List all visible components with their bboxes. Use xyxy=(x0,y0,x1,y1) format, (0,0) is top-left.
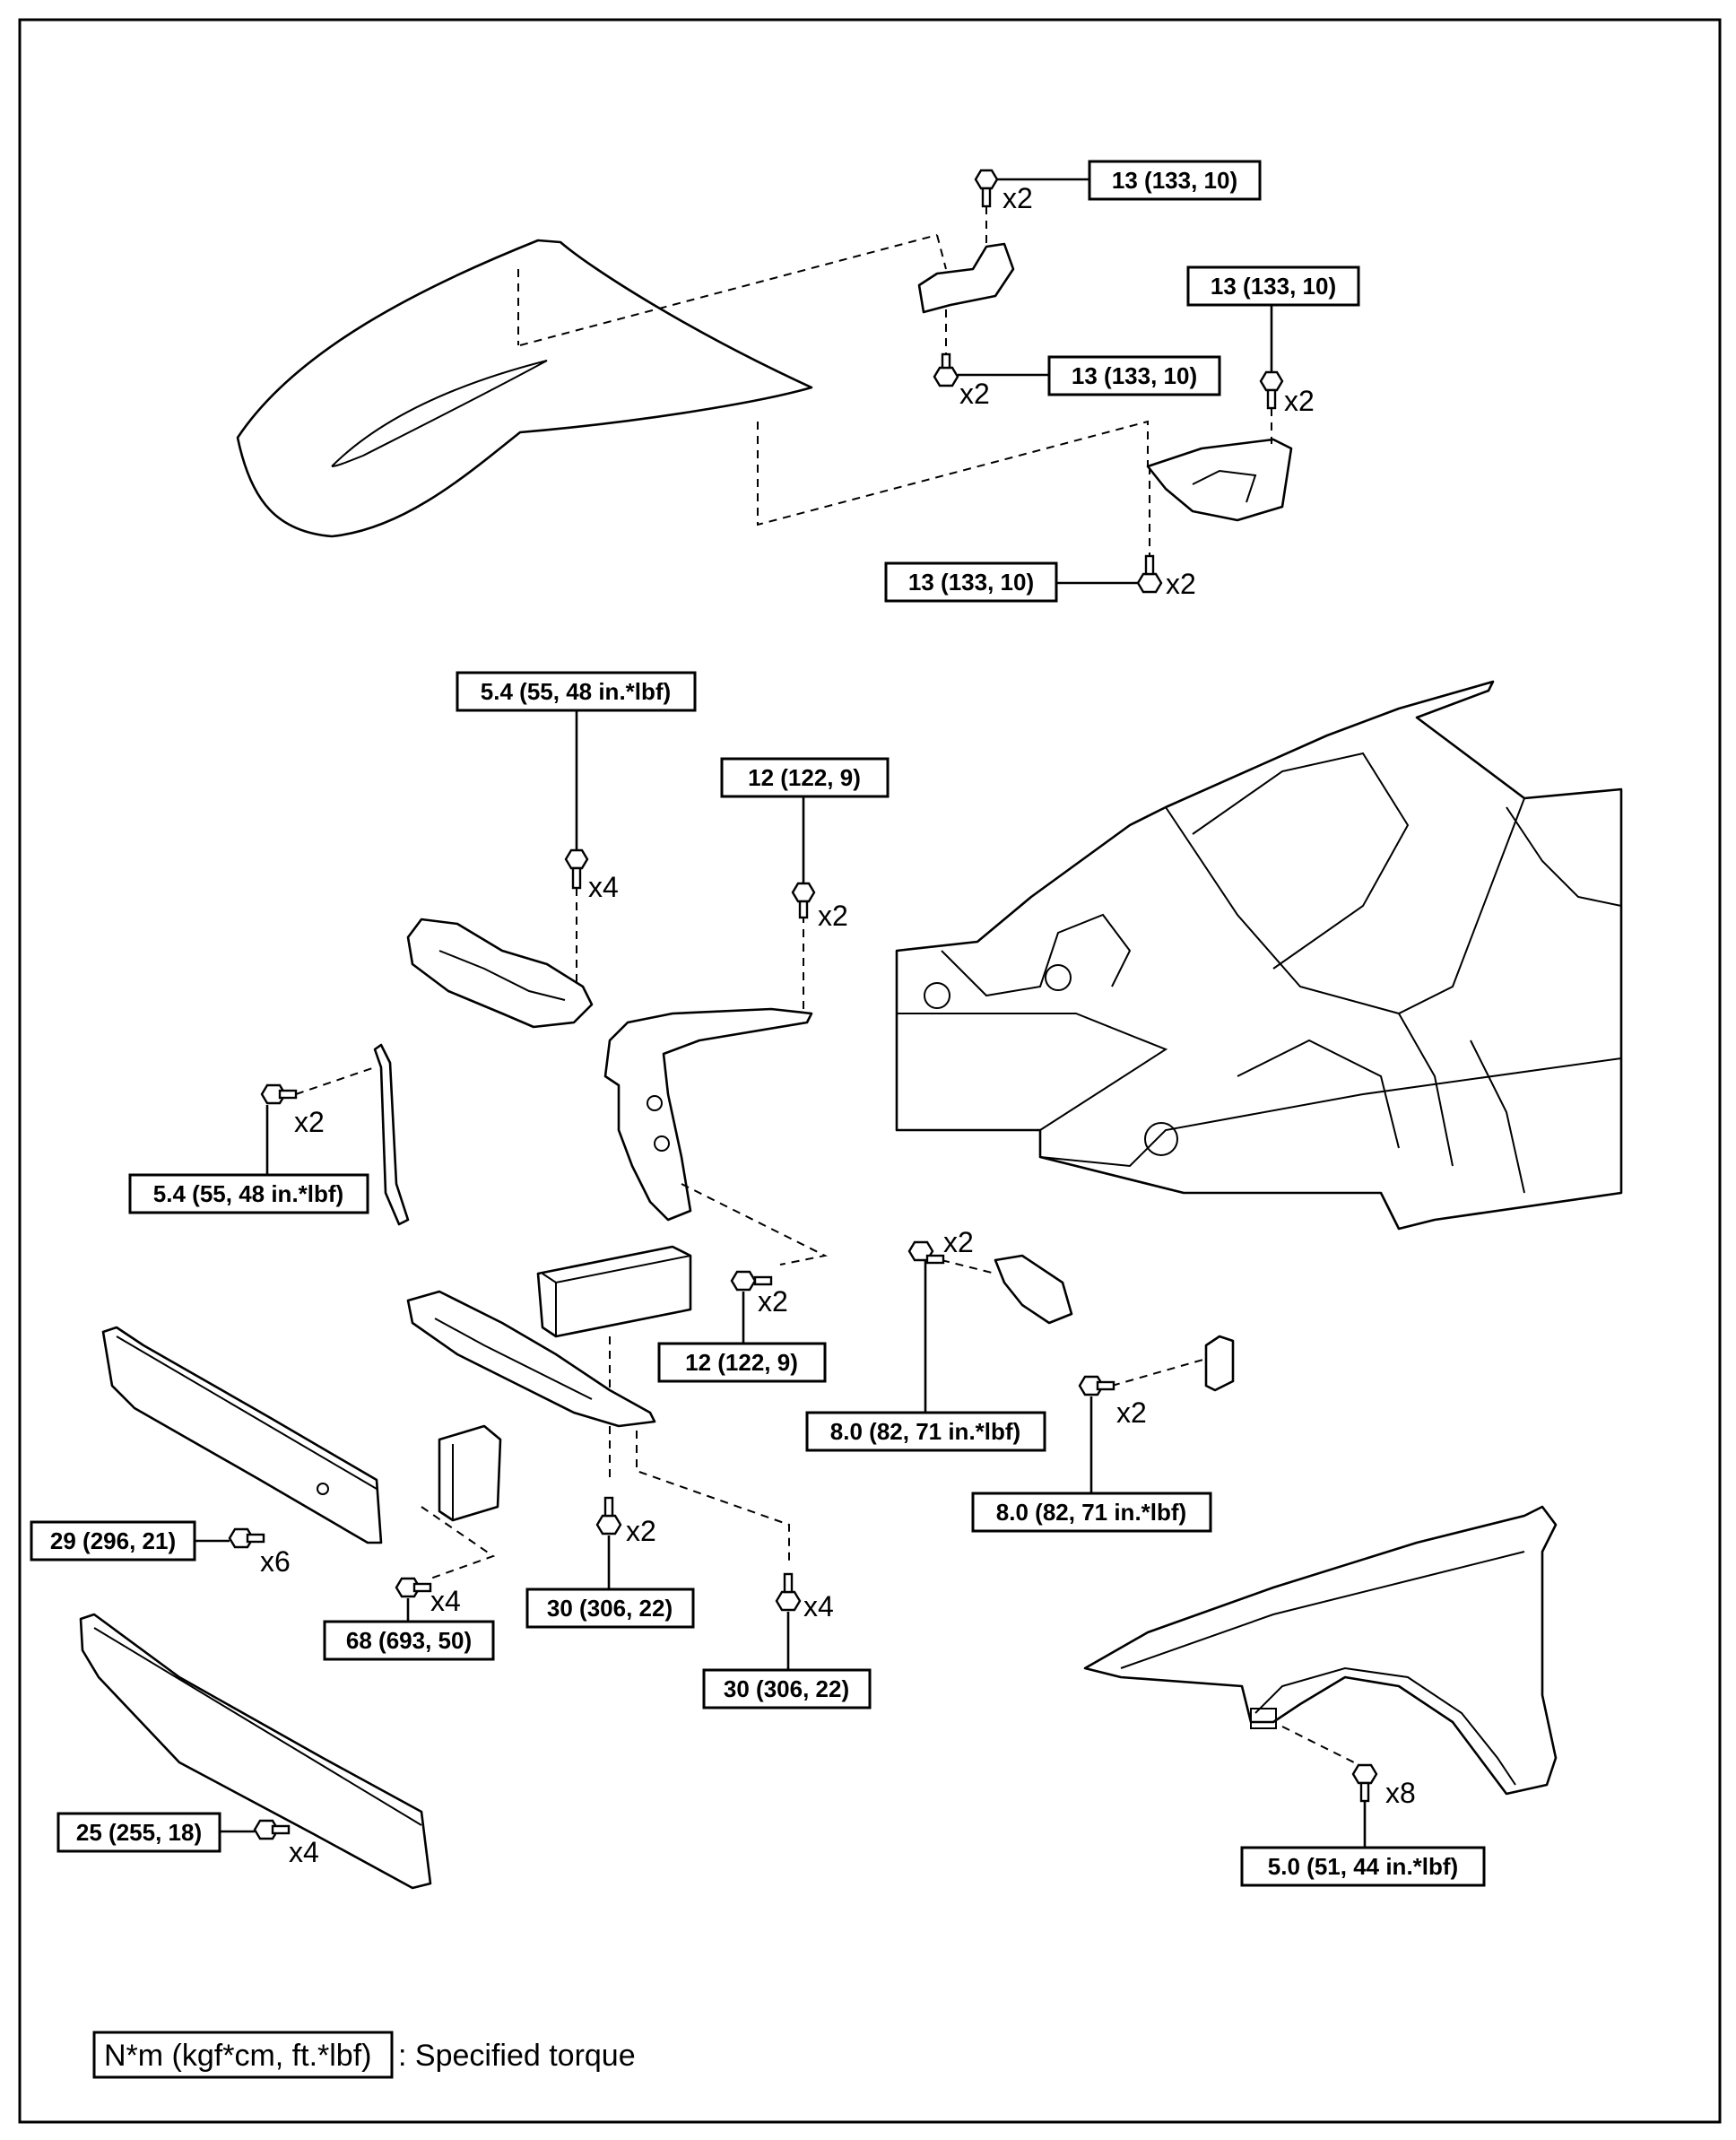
torque-label-support-side: 12 (122, 9) xyxy=(720,757,890,798)
bolt-support-side xyxy=(791,882,816,919)
svg-text:x4: x4 xyxy=(803,1590,834,1622)
outer-frame xyxy=(18,18,1722,2124)
bolt-hinge-right-bottom xyxy=(1136,554,1163,594)
torque-label-support-upper: 5.4 (55, 48 in.*lbf) xyxy=(456,671,697,712)
torque-label-hinge-left-top: 13 (133, 10) xyxy=(1088,160,1262,201)
bolt-crash-box xyxy=(395,1577,432,1598)
svg-text:30 (306, 22): 30 (306, 22) xyxy=(547,1595,673,1622)
svg-text:13 (133, 10): 13 (133, 10) xyxy=(1072,362,1197,389)
front-support-bar xyxy=(295,1043,410,1226)
bolt-support-bar xyxy=(260,1083,298,1105)
bolt-support-upper xyxy=(564,848,589,890)
svg-text:25 (255, 18): 25 (255, 18) xyxy=(76,1819,202,1846)
torque-label-hinge-right-top: 13 (133, 10) xyxy=(1186,265,1360,307)
svg-text:x4: x4 xyxy=(430,1585,461,1617)
bolt-hinge-right-top xyxy=(1259,370,1284,410)
bolt-support-side-lower xyxy=(730,1270,773,1292)
hood-hinge-left xyxy=(917,206,1015,354)
svg-text:x6: x6 xyxy=(260,1545,291,1578)
legend: N*m (kgf*cm, ft.*lbf) : Specified torque xyxy=(92,2031,636,2079)
svg-text:12 (122, 9): 12 (122, 9) xyxy=(748,764,861,791)
svg-text:x2: x2 xyxy=(294,1106,325,1138)
front-fender xyxy=(1083,1505,1558,1796)
torque-label-support-bar: 5.4 (55, 48 in.*lbf) xyxy=(128,1173,369,1214)
bolt-bumper-reinforcement xyxy=(228,1527,265,1549)
svg-text:x2: x2 xyxy=(1284,385,1315,417)
radiator-support-upper xyxy=(406,888,594,1029)
bumper-absorber xyxy=(79,1613,432,1890)
torque-label-bumper-reinforcement: 29 (296, 21) xyxy=(30,1520,196,1562)
svg-text:8.0 (82, 71 in.*lbf): 8.0 (82, 71 in.*lbf) xyxy=(996,1499,1186,1526)
svg-text:x8: x8 xyxy=(1385,1777,1416,1809)
bumper-reinforcement xyxy=(101,1326,383,1544)
svg-text:30 (306, 22): 30 (306, 22) xyxy=(724,1675,849,1702)
hood-hinge-right xyxy=(1146,408,1293,522)
legend-text: : Specified torque xyxy=(398,2039,636,2073)
svg-text:x2: x2 xyxy=(1166,568,1196,600)
svg-text:x2: x2 xyxy=(1003,182,1033,214)
bolt-headlamp-lower xyxy=(1078,1375,1115,1396)
svg-text:x4: x4 xyxy=(588,871,619,903)
svg-text:12 (122, 9): 12 (122, 9) xyxy=(685,1349,798,1376)
torque-label-support-lower-right: 30 (306, 22) xyxy=(702,1668,872,1709)
svg-text:x2: x2 xyxy=(959,378,990,410)
bolt-headlamp-upper xyxy=(907,1240,945,1265)
svg-text:13 (133, 10): 13 (133, 10) xyxy=(908,569,1034,596)
bolt-bumper-absorber xyxy=(253,1819,291,1840)
headlamp-bracket-lower xyxy=(1111,1335,1235,1392)
torque-label-support-side-lower: 12 (122, 9) xyxy=(657,1342,827,1383)
quantity-labels: x2 x2 x2 x2 x4 x2 x2 x2 x2 x2 x6 x4 x2 x… xyxy=(260,182,1416,1868)
torque-label-support-lower-left: 30 (306, 22) xyxy=(525,1588,695,1629)
hood-panel xyxy=(236,234,1150,556)
radiator-support-lower xyxy=(406,1290,790,1561)
leader-lines xyxy=(195,178,1367,1848)
vehicle-body-frame xyxy=(895,680,1623,1231)
bracket-box xyxy=(536,1245,692,1399)
bolt-hinge-left-top xyxy=(974,169,999,208)
torque-label-headlamp-upper: 8.0 (82, 71 in.*lbf) xyxy=(805,1411,1046,1452)
svg-text:5.0 (51, 44 in.*lbf): 5.0 (51, 44 in.*lbf) xyxy=(1268,1853,1458,1880)
torque-label-fender: 5.0 (51, 44 in.*lbf) xyxy=(1240,1846,1486,1887)
svg-text:x2: x2 xyxy=(758,1285,788,1318)
bolt-hinge-left-bottom xyxy=(933,352,959,387)
svg-text:8.0 (82, 71 in.*lbf): 8.0 (82, 71 in.*lbf) xyxy=(830,1418,1020,1445)
torque-label-headlamp-lower: 8.0 (82, 71 in.*lbf) xyxy=(971,1492,1212,1533)
svg-text:68 (693, 50): 68 (693, 50) xyxy=(346,1627,472,1654)
svg-text:5.4 (55, 48 in.*lbf): 5.4 (55, 48 in.*lbf) xyxy=(481,678,671,705)
svg-text:x4: x4 xyxy=(289,1836,319,1868)
svg-text:13 (133, 10): 13 (133, 10) xyxy=(1211,273,1336,300)
torque-label-hinge-right-bottom: 13 (133, 10) xyxy=(884,561,1058,603)
svg-text:13 (133, 10): 13 (133, 10) xyxy=(1112,167,1237,194)
svg-text:x2: x2 xyxy=(818,900,848,932)
torque-label-crash-box: 68 (693, 50) xyxy=(323,1620,495,1661)
torque-label-bumper-absorber: 25 (255, 18) xyxy=(56,1812,221,1853)
svg-text:x2: x2 xyxy=(626,1515,656,1547)
svg-text:x2: x2 xyxy=(1116,1396,1147,1429)
radiator-support-side xyxy=(603,915,829,1266)
bolt-support-lower-left xyxy=(595,1496,622,1535)
legend-units: N*m (kgf*cm, ft.*lbf) xyxy=(104,2039,371,2073)
svg-text:5.4 (55, 48 in.*lbf): 5.4 (55, 48 in.*lbf) xyxy=(153,1180,343,1207)
svg-text:29 (296, 21): 29 (296, 21) xyxy=(50,1527,176,1554)
svg-text:x2: x2 xyxy=(943,1226,974,1258)
bolt-support-lower-right xyxy=(775,1572,802,1612)
bolt-fender xyxy=(1351,1763,1378,1803)
torque-label-hinge-left-bottom: 13 (133, 10) xyxy=(1047,355,1221,396)
crash-box-bracket xyxy=(421,1424,502,1579)
headlamp-bracket-upper xyxy=(941,1254,1073,1325)
